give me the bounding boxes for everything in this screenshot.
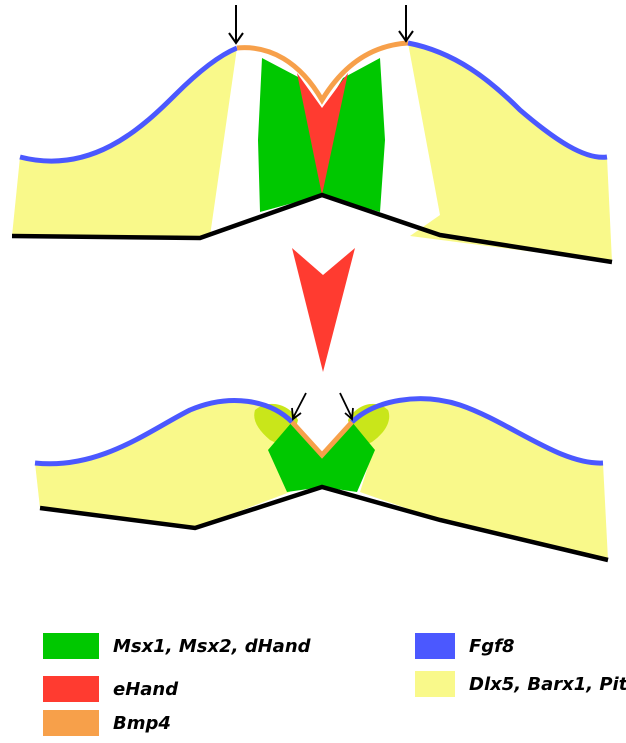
swatch-blue	[415, 633, 455, 659]
arrow-marker-left	[229, 5, 243, 43]
swatch-orange	[43, 710, 99, 736]
legend-label-msx: Msx1, Msx2, dHand	[113, 636, 311, 657]
legend-item-msx: Msx1, Msx2, dHand	[43, 633, 311, 659]
legend-item-dlx5: Dlx5, Barx1, Pitx1	[415, 671, 626, 697]
left-yellow-region	[12, 48, 237, 236]
transition-arrowhead	[292, 248, 355, 372]
stage-after	[35, 393, 608, 560]
swatch-yellow	[415, 671, 455, 697]
legend-label-ehand: eHand	[113, 679, 178, 700]
arrow-marker-left-after	[292, 393, 306, 419]
stage-before	[12, 5, 612, 262]
legend-label-dlx5: Dlx5, Barx1, Pitx1	[469, 674, 626, 695]
swatch-green	[43, 633, 99, 659]
legend-item-fgf8: Fgf8	[415, 633, 515, 659]
arrow-marker-right	[399, 5, 413, 41]
legend-item-bmp4: Bmp4	[43, 710, 171, 736]
swatch-red	[43, 676, 99, 702]
arrow-marker-right-after	[340, 393, 353, 419]
legend-item-ehand: eHand	[43, 676, 178, 702]
legend-label-bmp4: Bmp4	[113, 713, 171, 734]
right-yellow-region-after	[350, 399, 608, 560]
legend-label-fgf8: Fgf8	[469, 636, 515, 657]
